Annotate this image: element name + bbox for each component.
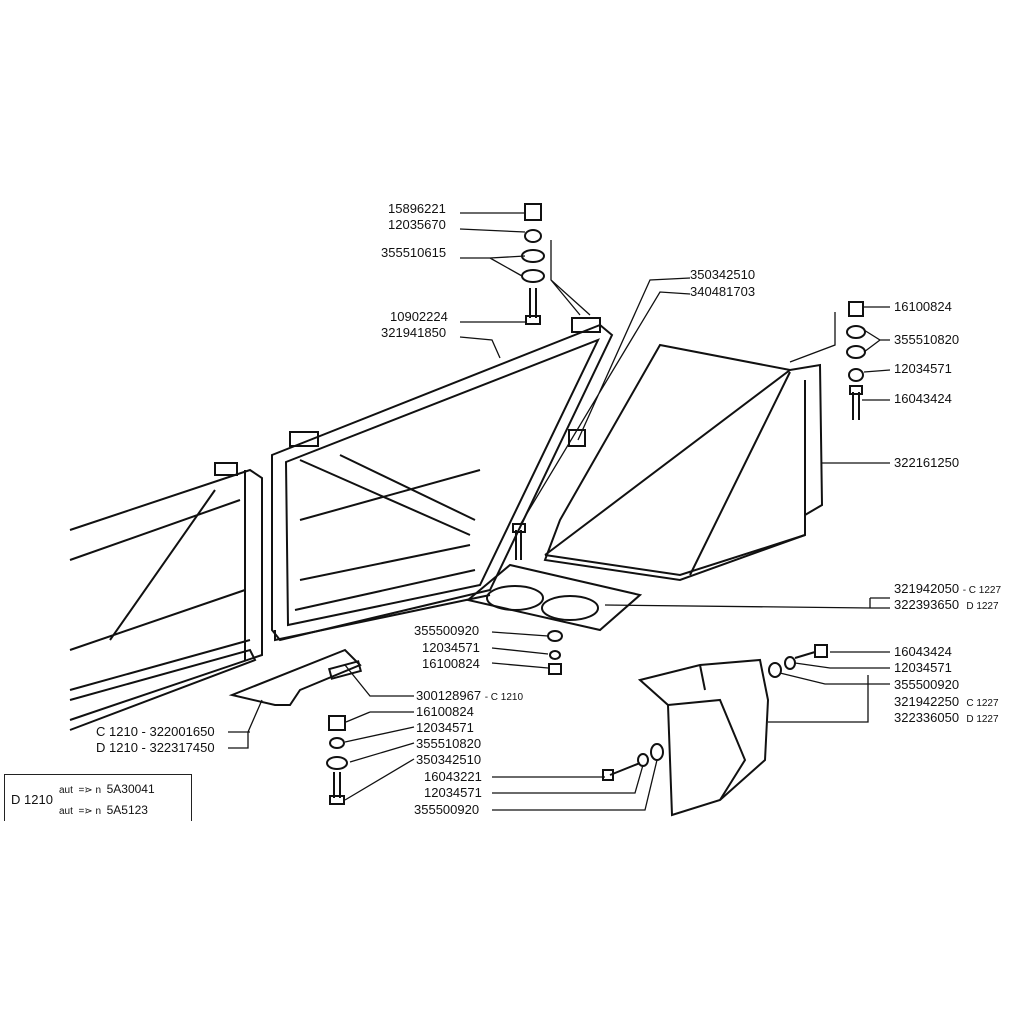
bracket-321942250 <box>637 658 770 817</box>
label-355510820: 355510820 <box>894 332 960 347</box>
label-355500920-b: 355500920 <box>414 802 480 817</box>
label-322336050: 322336050 D 1227 <box>894 711 999 727</box>
model-note: D 1227 <box>966 601 999 612</box>
label-321942250: 321942250 C 1227 <box>894 695 999 711</box>
serial-row-1: aut =⋗ n 5A30041 <box>59 782 155 798</box>
label-12034571-b: 12034571 <box>416 720 474 735</box>
model-note: D 1227 <box>966 714 999 725</box>
label-12034571-d: 12034571 <box>894 660 952 675</box>
label-350342510-b: 350342510 <box>416 752 482 767</box>
label-16043424: 16043424 <box>894 391 952 406</box>
part-number: 321942250 <box>894 694 960 709</box>
serial-number-box: D 1210 aut =⋗ n 5A30041 aut =⋗ n 5A5123 <box>4 774 192 821</box>
label-355500920-c: 355500920 <box>894 677 960 692</box>
part-number: 322336050 <box>894 710 960 725</box>
serial-row-2: aut =⋗ n 5A5123 <box>59 803 148 819</box>
label-16043221: 16043221 <box>424 769 482 784</box>
label-321941850: 321941850 <box>381 325 447 340</box>
arrow-icon: =⋗ n <box>78 785 102 796</box>
label-322161250: 322161250 <box>894 455 960 470</box>
label-12034571-c: 12034571 <box>424 785 482 800</box>
hardware <box>326 203 866 805</box>
label-355500920: 355500920 <box>414 623 480 638</box>
serial-value: 5A5123 <box>106 803 148 817</box>
label-322393650: 322393650 D 1227 <box>894 598 999 614</box>
serial-prefix: aut <box>59 785 73 796</box>
arrow-icon: =⋗ n <box>78 806 102 817</box>
label-321942050: 321942050 - C 1227 <box>894 582 1001 598</box>
plate-322001650 <box>228 648 363 706</box>
serial-model: D 1210 <box>11 792 53 807</box>
label-300128967: 300128967 - C 1210 <box>416 689 523 705</box>
rear-frame <box>69 462 263 731</box>
model-note: C 1227 <box>966 698 999 709</box>
label-16043424-b: 16043424 <box>894 644 952 659</box>
label-322001650: C 1210 - 322001650 <box>96 724 215 739</box>
cover-322161250 <box>543 343 824 582</box>
label-16100824: 16100824 <box>422 656 480 671</box>
label-355510820-b: 355510820 <box>416 736 482 751</box>
tray-321942050 <box>465 563 643 632</box>
serial-value: 5A30041 <box>106 782 155 796</box>
label-340481703: 340481703 <box>690 284 756 299</box>
part-number: 300128967 <box>416 688 482 703</box>
label-12035670: 12035670 <box>388 217 446 232</box>
label-10902224: 10902224 <box>390 309 448 324</box>
leader-lines <box>228 212 891 811</box>
label-350342510: 350342510 <box>690 267 756 282</box>
label-12034571: 12034571 <box>422 640 480 655</box>
model-note: - C 1227 <box>962 585 1002 596</box>
label-355510615: 355510615 <box>381 245 447 260</box>
label-322317450: D 1210 - 322317450 <box>96 740 215 755</box>
model-note: - C 1210 <box>484 692 524 703</box>
label-12034571: 12034571 <box>894 361 952 376</box>
label-16100824: 16100824 <box>894 299 952 314</box>
part-number: 322393650 <box>894 597 960 612</box>
part-number: 321942050 <box>894 581 960 596</box>
main-frame-321941850 <box>271 317 614 642</box>
serial-prefix: aut <box>59 806 73 817</box>
label-15896221: 15896221 <box>388 201 446 216</box>
label-16100824-b: 16100824 <box>416 704 474 719</box>
